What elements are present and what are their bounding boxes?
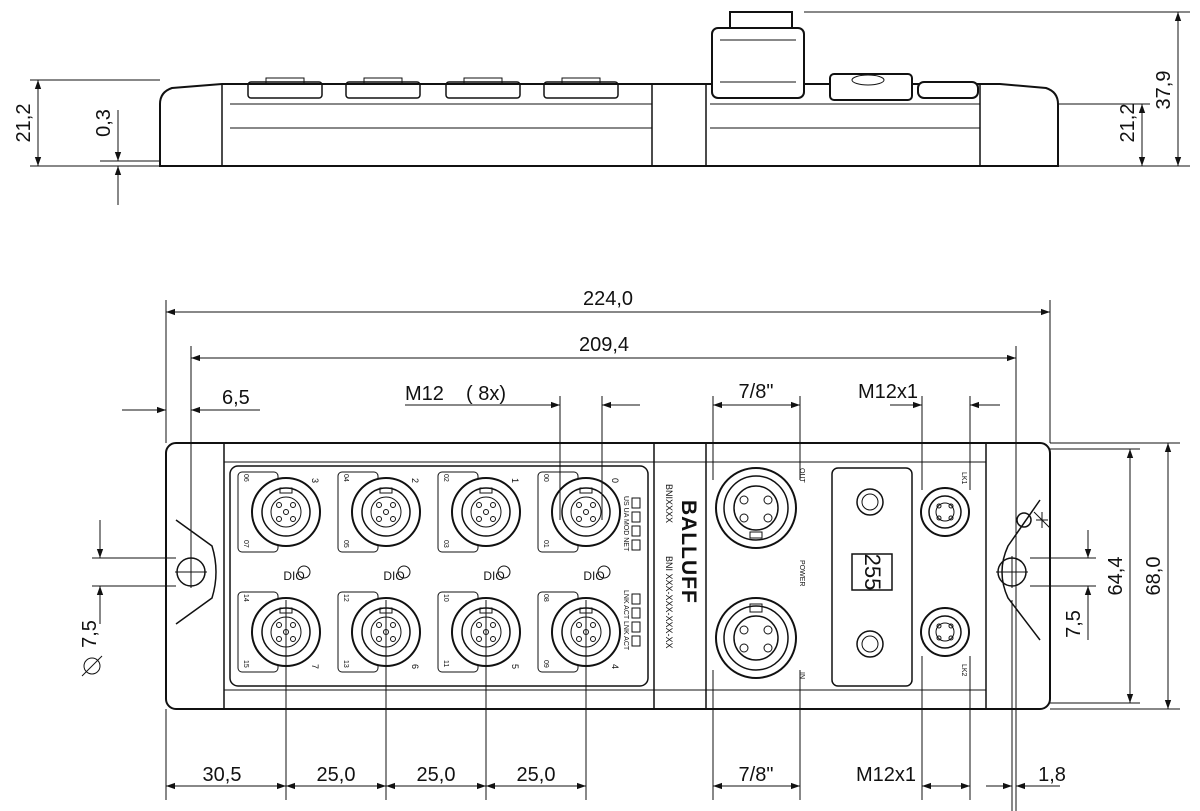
side-display-window <box>829 73 913 101</box>
m12-port-top-0: 3 06 07 <box>237 471 321 553</box>
pin-label-upper: 06 <box>242 474 249 482</box>
dim-total-height: 37,9 <box>1153 71 1175 110</box>
side-connector-3 <box>445 77 521 99</box>
led-top-labels: US UA MOD NET <box>622 496 629 552</box>
port-number: 3 <box>310 478 320 483</box>
power-out-connector <box>715 467 797 549</box>
port-number: 2 <box>410 478 420 483</box>
dim-total-length: 224,0 <box>583 288 633 310</box>
led-bottom-labels: LNK ACT LNK ACT <box>622 590 629 651</box>
dio-label: DIO <box>283 569 304 583</box>
dim-pitch-4: 25,0 <box>517 764 556 786</box>
port-number: 7 <box>310 664 320 669</box>
dim-edge-offset: 6,5 <box>222 387 250 409</box>
port-number: 0 <box>610 478 620 483</box>
right-mounting-tab <box>985 443 1051 709</box>
pin-label-upper: 12 <box>342 594 349 602</box>
display-panel: 255 <box>831 467 913 687</box>
rotary-switch-upper-icon <box>856 488 884 516</box>
side-power-connector <box>711 11 805 99</box>
pin-label-upper: 00 <box>542 474 549 482</box>
dim-hole-spacing: 209,4 <box>579 334 629 356</box>
dim-side-height-left: 21,2 <box>13 104 35 143</box>
pin-label-lower: 11 <box>442 660 449 667</box>
model-long: BNI XXX-XXX-XXX-XX <box>664 556 674 649</box>
dim-power-bottom: 7/8" <box>739 764 774 786</box>
dim-pitch-3: 25,0 <box>417 764 456 786</box>
pin-label-upper: 02 <box>442 474 449 482</box>
pin-label-upper: 10 <box>442 594 449 602</box>
dim-side-height-right: 21,2 <box>1117 104 1139 143</box>
dim-module-height: 68,0 <box>1143 557 1165 596</box>
side-connector-1 <box>247 77 323 99</box>
m12-port-top-1: 2 04 05 <box>337 471 421 553</box>
port-number: 4 <box>610 664 620 669</box>
side-dimensions: 21,2 0,3 21,2 37,9 <box>13 11 1190 205</box>
dio-label: DIO <box>583 569 604 583</box>
io-status-icon <box>597 565 611 579</box>
pin-label-upper: 08 <box>542 594 549 602</box>
side-connector-4 <box>543 77 619 99</box>
port-number: 1 <box>510 478 520 483</box>
pin-label-lower: 09 <box>542 660 549 668</box>
side-bus-connector <box>917 81 979 99</box>
side-connector-2 <box>345 77 421 99</box>
dim-pitch-first: 30,5 <box>203 764 242 786</box>
rotary-switch-lower-icon <box>856 630 884 658</box>
port-number: 5 <box>510 664 520 669</box>
dim-inner-height: 64,4 <box>1105 557 1127 596</box>
bus-connector-lk1 <box>920 487 970 537</box>
dio-label: DIO <box>483 569 504 583</box>
dio-label: DIO <box>383 569 404 583</box>
pin-label-upper: 04 <box>342 474 349 482</box>
side-view <box>159 11 1059 167</box>
dim-right-offset: 1,8 <box>1038 764 1066 786</box>
io-status-icon <box>297 565 311 579</box>
power-in-label: IN <box>798 672 805 679</box>
m12-port-top-2: 1 02 03 <box>437 471 521 553</box>
dim-side-offset: 0,3 <box>93 109 115 137</box>
dim-hole-diameter: 7,5 <box>79 620 101 648</box>
lk2-label: LK2 <box>960 664 967 677</box>
dim-m12-label: M12 <box>405 383 444 405</box>
power-out-label: OUT <box>798 468 805 484</box>
io-panel <box>229 465 649 687</box>
port-number: 6 <box>410 664 420 669</box>
brand-column: BNIXXXX BALLUFF BNI XXX-XXX-XXX-XX US UA… <box>622 484 700 651</box>
dim-hole-offset: 7,5 <box>1063 610 1085 638</box>
dim-m12-count: ( 8x) <box>466 383 506 405</box>
dim-power-top: 7/8" <box>739 381 774 403</box>
top-dimensions: 224,0 209,4 6,5 M12 ( 8x) 7/8" M12x1 <box>79 288 1180 811</box>
pin-label-lower: 03 <box>442 540 449 548</box>
io-status-icon <box>397 565 411 579</box>
model-short: BNIXXXX <box>664 484 674 523</box>
dim-pitch-2: 25,0 <box>317 764 356 786</box>
lk1-label: LK1 <box>960 472 967 485</box>
diameter-symbol-icon <box>81 655 103 677</box>
pin-label-lower: 07 <box>242 540 249 548</box>
dim-m12x1-bottom: M12x1 <box>856 764 916 786</box>
pin-label-upper: 14 <box>242 594 249 602</box>
display-value: 255 <box>860 554 885 591</box>
pin-label-lower: 05 <box>342 540 349 548</box>
pin-label-lower: 15 <box>242 660 249 668</box>
brand-logo: BALLUFF <box>677 500 700 604</box>
pin-label-lower: 01 <box>542 540 549 548</box>
dim-m12x1-top: M12x1 <box>858 381 918 403</box>
bus-connector-lk2 <box>920 607 970 657</box>
pin-label-lower: 13 <box>342 660 349 668</box>
power-label: POWER <box>798 560 805 586</box>
io-status-icon <box>497 565 511 579</box>
power-in-connector <box>715 597 797 679</box>
ground-screw-icon <box>1016 512 1032 528</box>
